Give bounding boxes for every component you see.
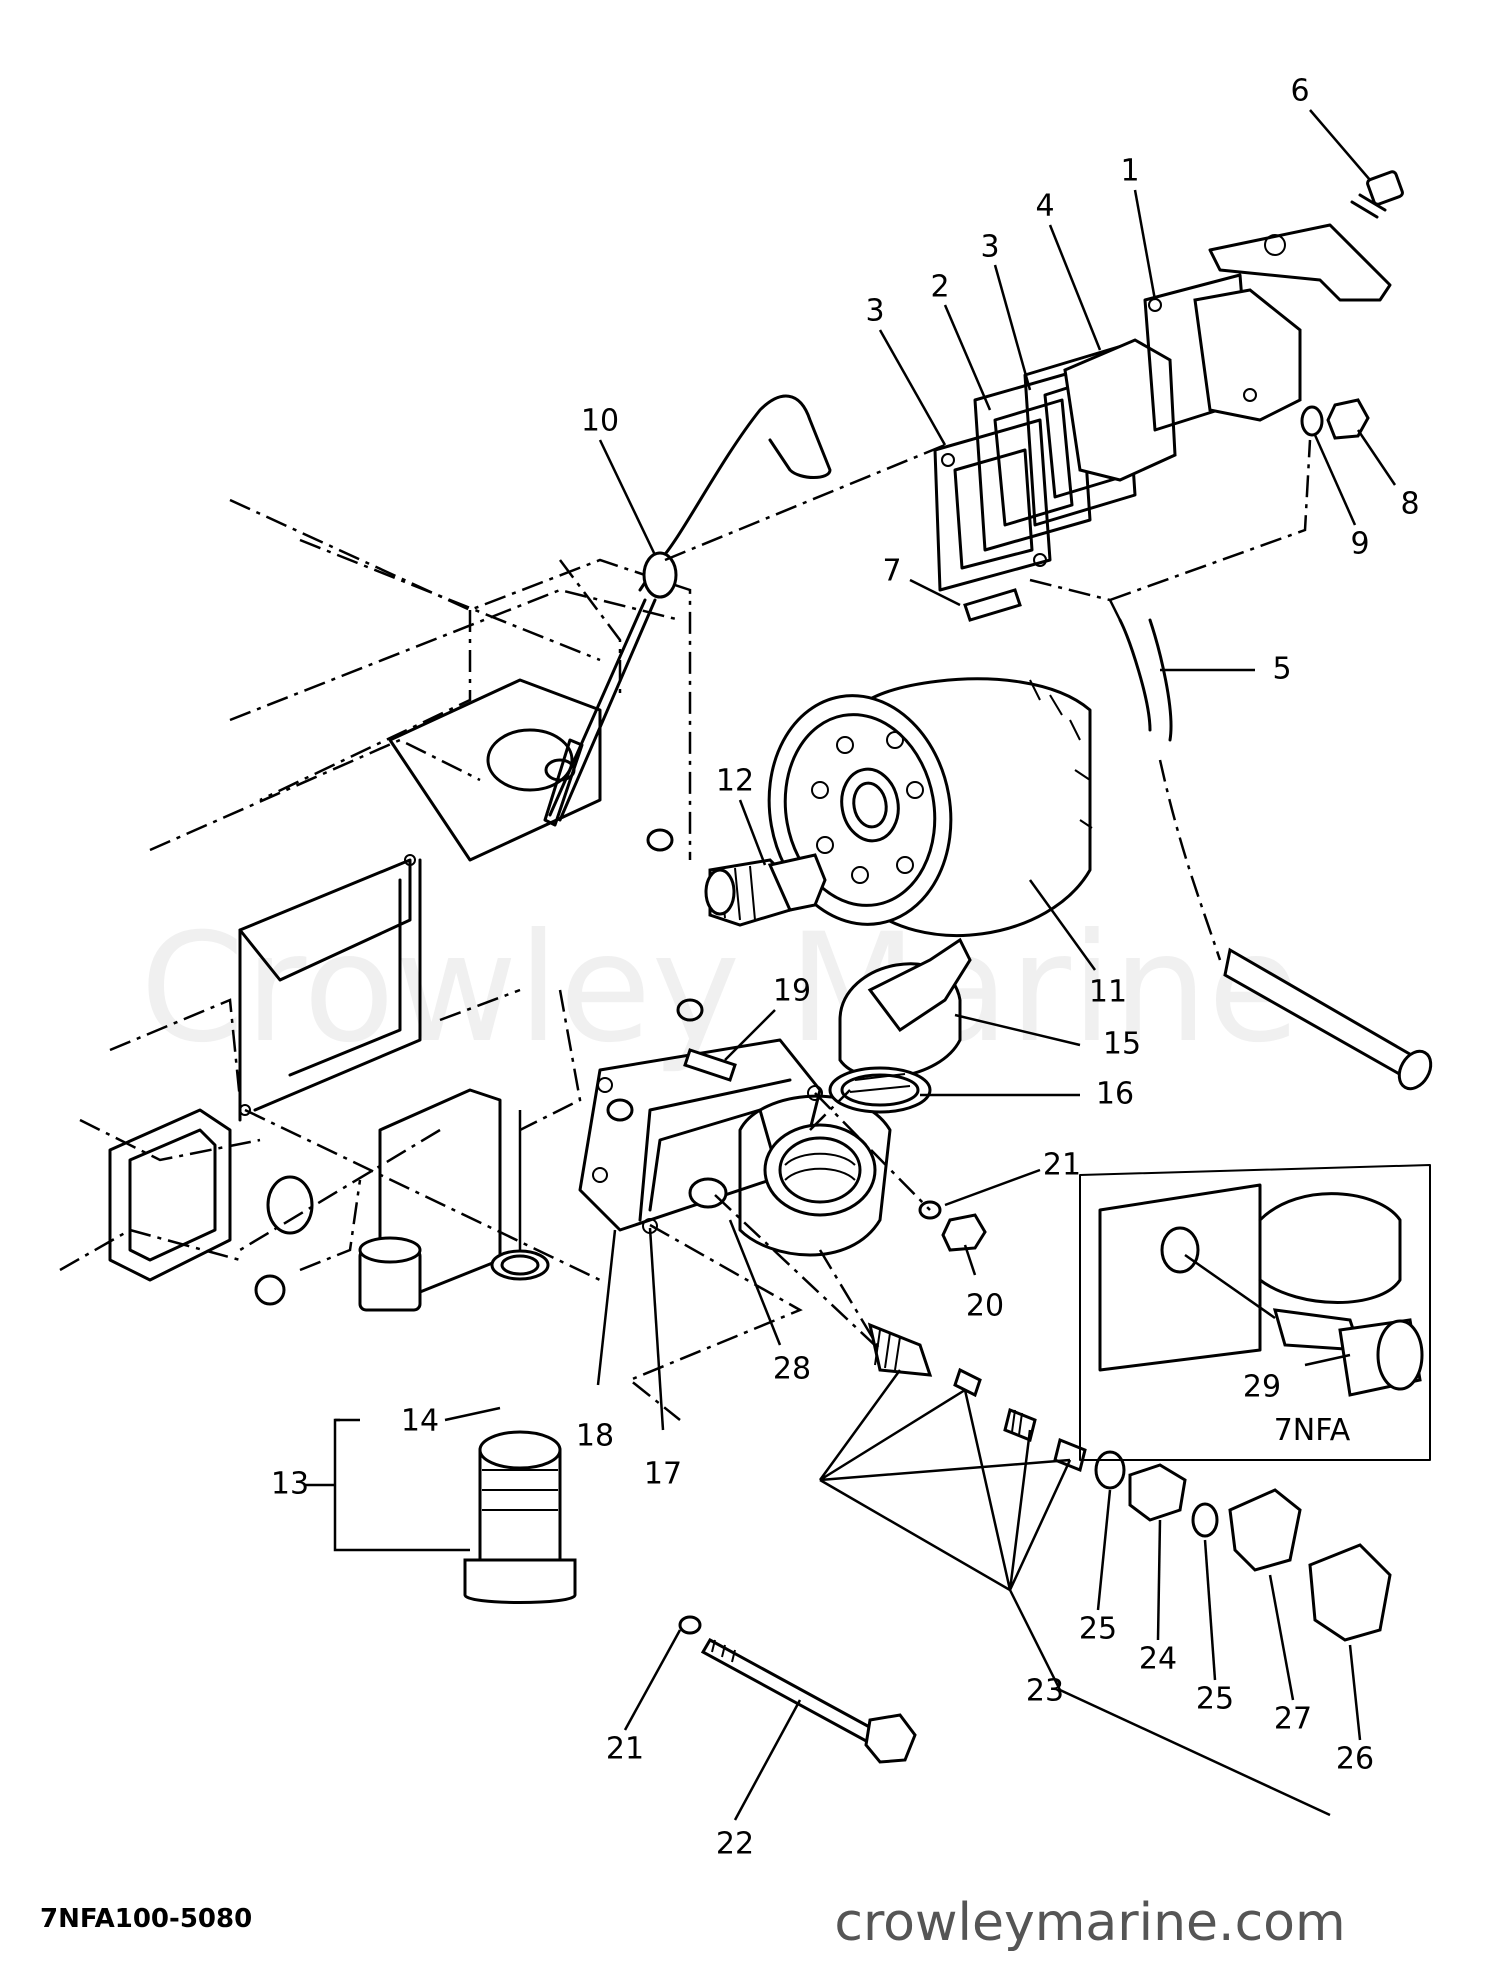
- dipstick: [543, 394, 832, 827]
- callout-26: 26: [1336, 1742, 1374, 1777]
- callout-3b: 3: [865, 294, 884, 329]
- inset-title: 7NFA: [1274, 1413, 1351, 1448]
- callout-labels: 6 1 4 3 2 3 10 8 9 7 5 12 11 15 19 16 21…: [271, 74, 1420, 1862]
- callout-4: 4: [1035, 189, 1054, 224]
- callout-25b: 25: [1196, 1682, 1234, 1717]
- callout-10: 10: [581, 404, 619, 439]
- callout-7: 7: [882, 554, 901, 589]
- long-bolt: [678, 1615, 917, 1764]
- callout-25a: 25: [1079, 1612, 1117, 1647]
- filter-mount: [578, 1038, 892, 1257]
- callout-14: 14: [401, 1404, 439, 1439]
- callout-19: 19: [773, 974, 811, 1009]
- callout-21a: 21: [1043, 1148, 1081, 1183]
- watermark: Crowley Marine: [140, 902, 1300, 1076]
- callout-16: 16: [1096, 1077, 1134, 1112]
- washer: [1300, 405, 1324, 437]
- callout-13: 13: [271, 1467, 309, 1502]
- callout-27: 27: [1274, 1702, 1312, 1737]
- relief-valve-parts: [867, 1322, 1392, 1642]
- callout-23: 23: [1026, 1674, 1064, 1709]
- callout-11: 11: [1089, 975, 1127, 1010]
- callout-3a: 3: [980, 230, 999, 265]
- callout-15: 15: [1103, 1027, 1141, 1062]
- callout-12: 12: [716, 764, 754, 799]
- callout-1: 1: [1120, 154, 1139, 189]
- callout-6: 6: [1290, 74, 1309, 109]
- nut: [1326, 398, 1370, 440]
- bracket-bolt: [1208, 170, 1404, 302]
- nut-20: [941, 1213, 987, 1252]
- hose: [1118, 618, 1433, 1091]
- diagram-code: 7NFA100-5080: [40, 1904, 252, 1934]
- inset-7nfa: 7NFA: [1079, 1164, 1431, 1461]
- callout-18: 18: [576, 1419, 614, 1454]
- union-fitting: [704, 853, 827, 927]
- site-url: crowleymarine.com: [834, 1893, 1345, 1953]
- callout-24: 24: [1139, 1642, 1177, 1677]
- gaskets-and-housing: [933, 273, 1302, 592]
- callout-9: 9: [1350, 527, 1369, 562]
- callout-2: 2: [930, 270, 949, 305]
- callout-28: 28: [773, 1352, 811, 1387]
- callout-21b: 21: [606, 1732, 644, 1767]
- callout-5: 5: [1272, 652, 1291, 687]
- connection-lines: [239, 439, 1312, 1421]
- callout-29: 29: [1243, 1370, 1281, 1405]
- callout-20: 20: [966, 1289, 1004, 1324]
- banjo-bolt: [463, 1249, 577, 1604]
- leader-lines: [305, 109, 1397, 1821]
- callout-8: 8: [1400, 487, 1419, 522]
- callout-22: 22: [716, 1827, 754, 1862]
- callout-17: 17: [644, 1457, 682, 1492]
- stud-19: [683, 1048, 737, 1082]
- oil-cap: [828, 937, 972, 1114]
- stud: [963, 588, 1022, 622]
